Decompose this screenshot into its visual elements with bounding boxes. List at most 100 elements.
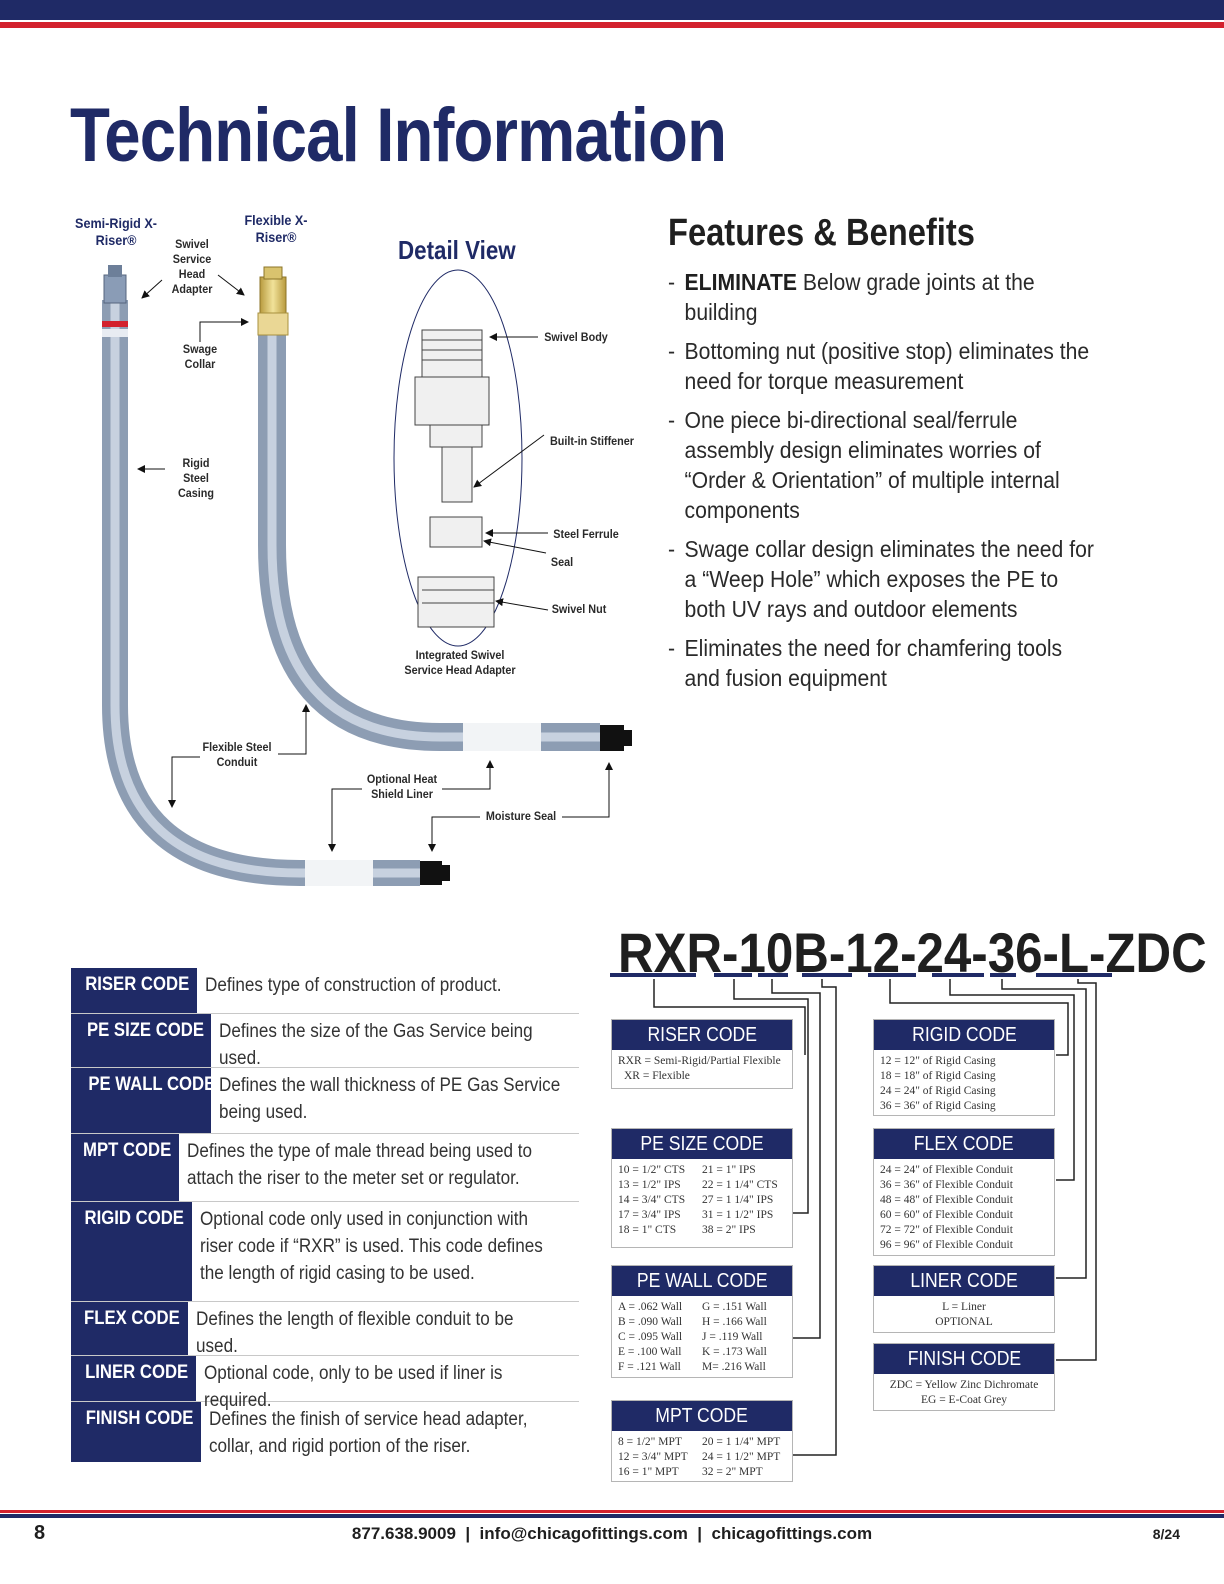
semi-rigid-adapter (103, 274, 127, 304)
pe-wall-option: C = .095 Wall (618, 1331, 683, 1343)
code-description: Optional code only used in conjunction w… (199, 1209, 543, 1284)
pe-wall-option: G = .151 Wall (702, 1301, 767, 1313)
code-name: RISER CODE (71, 968, 198, 1013)
flex-option: 24 = 24" of Flexible Conduit (880, 1164, 1013, 1176)
flexible-conduit-label: Flexible Steel Conduit (202, 740, 272, 769)
pe-wall-option: H = .166 Wall (702, 1316, 767, 1328)
feature-bold: ELIMINATE (684, 269, 798, 295)
seal-label: Seal (550, 555, 574, 569)
flex-option: 72 = 72" of Flexible Conduit (880, 1224, 1013, 1236)
semi-rigid-end-fitting (420, 861, 442, 885)
pe-wall-code-header: PE WALL CODE (612, 1266, 792, 1296)
rigid-code-box: RIGID CODE 12 = 12" of Rigid Casing 18 =… (873, 1019, 1055, 1116)
pe-size-option: 10 = 1/2" CTS (618, 1164, 686, 1176)
stiffener-label: Built-in Stiffener (549, 434, 634, 448)
finish-option: ZDC = Yellow Zinc Dichromate (889, 1379, 1039, 1391)
table-row: LINER CODE Optional code, only to be use… (71, 1356, 579, 1411)
code-description: Defines the length of flexible conduit t… (195, 1309, 514, 1357)
pe-wall-option: F = .121 Wall (618, 1361, 681, 1373)
pe-wall-option: J = .119 Wall (702, 1331, 763, 1343)
semi-rigid-label: Semi-Rigid X-Riser® (75, 215, 157, 248)
liner-code-header: LINER CODE (874, 1266, 1054, 1296)
mpt-option: 8 = 1/2" MPT (618, 1436, 682, 1448)
flex-option: 60 = 60" of Flexible Conduit (880, 1209, 1013, 1221)
code-name: LINER CODE (71, 1356, 197, 1401)
code-name: PE SIZE CODE (71, 1014, 211, 1067)
riser-option: XR = Flexible (624, 1070, 690, 1082)
features-title: Features & Benefits (668, 212, 975, 254)
code-description: Defines the size of the Gas Service bein… (219, 1021, 533, 1069)
rigid-option: 36 = 36" of Rigid Casing (880, 1100, 996, 1112)
features-section: Features & Benefits ELIMINATE Below grad… (668, 212, 1168, 702)
swivel-nut-label: Swivel Nut (551, 602, 607, 616)
top-red-bar (0, 22, 1224, 28)
feature-item: Bottoming nut (positive stop) eliminates… (668, 336, 1100, 396)
flexible-label: Flexible X-Riser® (244, 212, 308, 245)
pe-size-option: 13 = 1/2" IPS (618, 1179, 681, 1191)
feature-item: Swage collar design eliminates the need … (668, 534, 1100, 624)
pe-size-code-header: PE SIZE CODE (612, 1129, 792, 1159)
flex-option: 96 = 96" of Flexible Conduit (880, 1239, 1013, 1251)
mpt-code-header: MPT CODE (612, 1401, 792, 1431)
flexible-end-fitting (600, 725, 624, 751)
code-description: Defines the wall thickness of PE Gas Ser… (219, 1075, 561, 1123)
pe-wall-option: A = .062 Wall (618, 1301, 683, 1313)
pe-wall-code-box: PE WALL CODE A = .062 Wall B = .090 Wall… (611, 1265, 793, 1378)
table-row: MPT CODE Defines the type of male thread… (71, 1134, 579, 1202)
footer-date: 8/24 (1152, 1526, 1180, 1542)
flex-option: 48 = 48" of Flexible Conduit (880, 1194, 1013, 1206)
riser-option: RXR = Semi-Rigid/Partial Flexible (618, 1055, 781, 1067)
riser-diagram: Semi-Rigid X-Riser® Flexible X-Riser® Sw… (60, 205, 650, 905)
flex-code-header: FLEX CODE (874, 1129, 1054, 1159)
part-number-connector-lines (610, 973, 1112, 1456)
steel-ferrule-label: Steel Ferrule (553, 527, 619, 541)
pe-wall-option: B = .090 Wall (618, 1316, 683, 1328)
pe-size-option: 31 = 1 1/2" IPS (702, 1209, 774, 1221)
flex-code-box: FLEX CODE 24 = 24" of Flexible Conduit 3… (873, 1128, 1055, 1256)
finish-code-header: FINISH CODE (874, 1344, 1054, 1374)
swage-collar-label: Swage Collar (182, 342, 218, 371)
integrated-adapter-label: Integrated Swivel Service Head Adapter (404, 648, 516, 677)
pe-wall-option: M= .216 Wall (702, 1361, 766, 1373)
liner-option: L = Liner (942, 1301, 986, 1313)
riser-code-header: RISER CODE (612, 1020, 792, 1050)
footer-red-rule (0, 1510, 1224, 1513)
riser-illustration (102, 265, 632, 886)
code-description: Defines the type of male thread being us… (187, 1141, 533, 1189)
pe-size-option: 27 = 1 1/4" IPS (702, 1194, 774, 1206)
page-number: 8 (34, 1522, 46, 1544)
top-navy-bar (0, 0, 1224, 20)
detail-view-title: Detail View (398, 235, 516, 265)
pe-size-option: 18 = 1" CTS (618, 1224, 677, 1236)
code-name: MPT CODE (71, 1134, 180, 1201)
code-description: Defines the finish of service head adapt… (209, 1409, 528, 1457)
mpt-option: 24 = 1 1/2" MPT (702, 1451, 781, 1463)
rigid-casing-label: Rigid Steel Casing (177, 456, 214, 500)
flexible-adapter (259, 276, 287, 316)
heat-shield-label: Optional Heat Shield Liner (366, 772, 438, 801)
table-row: PE WALL CODE Defines the wall thickness … (71, 1068, 579, 1134)
liner-option: OPTIONAL (935, 1316, 993, 1328)
pe-size-code-box: PE SIZE CODE 10 = 1/2" CTS 13 = 1/2" IPS… (611, 1128, 793, 1248)
pe-size-option: 38 = 2" IPS (702, 1224, 756, 1236)
feature-text: Below grade joints at the building (684, 269, 1035, 325)
liner-code-box: LINER CODE L = Liner OPTIONAL (873, 1265, 1055, 1333)
detail-fitting-drawing (414, 329, 495, 628)
rigid-code-header: RIGID CODE (874, 1020, 1054, 1050)
features-list: ELIMINATE Below grade joints at the buil… (668, 267, 1168, 693)
pe-wall-option: E = .100 Wall (618, 1346, 682, 1358)
code-name: FLEX CODE (71, 1302, 188, 1355)
feature-text: Swage collar design eliminates the need … (684, 536, 1094, 622)
pe-wall-option: K = .173 Wall (702, 1346, 767, 1358)
feature-item: One piece bi-directional seal/ferrule as… (668, 405, 1100, 525)
flex-option: 36 = 36" of Flexible Conduit (880, 1179, 1013, 1191)
mpt-option: 12 = 3/4" MPT (618, 1451, 688, 1463)
table-row: FINISH CODE Defines the finish of servic… (71, 1402, 579, 1462)
code-name: PE WALL CODE (71, 1068, 215, 1133)
table-row: RIGID CODE Optional code only used in co… (71, 1202, 579, 1302)
swivel-body-label: Swivel Body (544, 330, 608, 344)
rigid-option: 18 = 18" of Rigid Casing (880, 1070, 996, 1082)
pe-size-option: 14 = 3/4" CTS (618, 1194, 686, 1206)
feature-text: Bottoming nut (positive stop) eliminates… (684, 338, 1090, 394)
mpt-option: 32 = 2" MPT (702, 1466, 763, 1478)
